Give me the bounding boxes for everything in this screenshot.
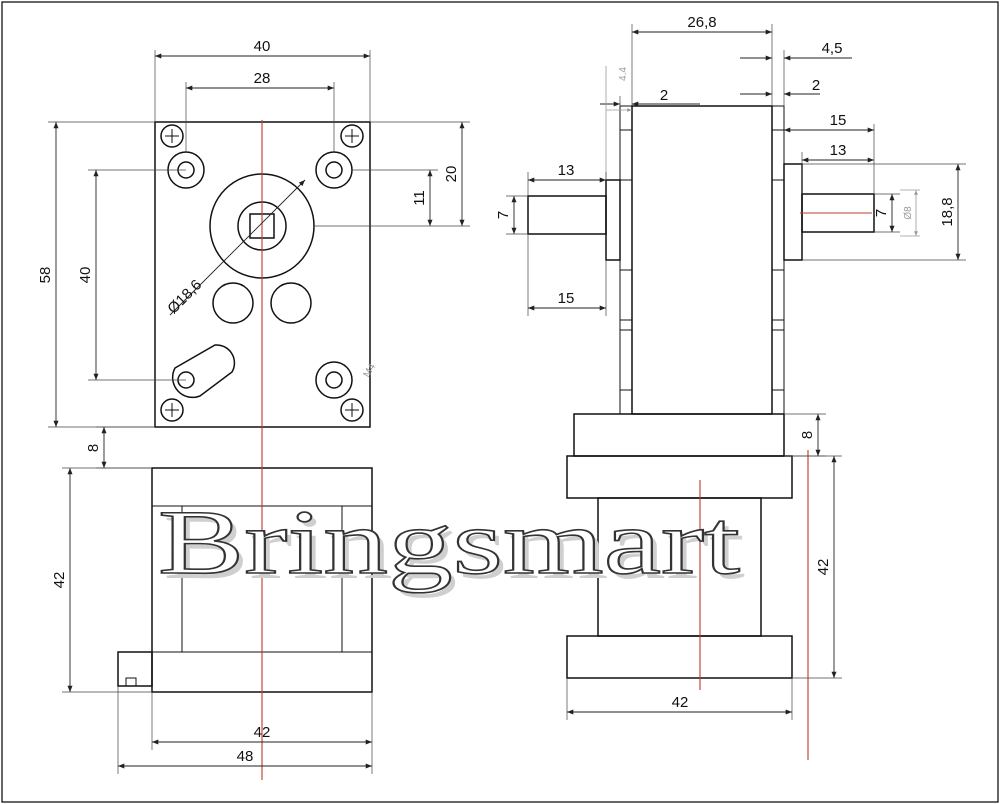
dim-front-motor-height: 42	[51, 572, 68, 589]
dim-right-height-188: 18,8	[939, 197, 956, 226]
dim-left-shaft-15: 15	[558, 290, 575, 307]
corner-screw-tr	[340, 124, 364, 148]
side-flange	[573, 413, 785, 457]
dim-left-shaft-13: 13	[558, 162, 575, 179]
dim-right-offset-45: 4,5	[822, 40, 843, 57]
dim-side-flange: 8	[799, 431, 816, 439]
dim-right-shaft-7: 7	[873, 209, 890, 217]
corner-screw-tl	[160, 124, 184, 148]
dim-front-flange: 8	[85, 444, 102, 452]
left-hub-collar	[605, 179, 621, 261]
side-gearbox-body	[631, 105, 773, 415]
dim-right-shaft-13: 13	[830, 142, 847, 159]
lower-hole-right	[270, 282, 312, 324]
dim-left-shaft-7: 7	[495, 211, 512, 219]
dim-side-motor-height: 42	[815, 559, 832, 576]
dim-right-shaft-8: Ø8	[903, 206, 914, 220]
side-view: 26,8 4,5 2 2 4.4 15 13 7 Ø8	[495, 14, 966, 760]
dim-hub-diameter: Ø18,6	[164, 276, 205, 317]
dim-front-motor-width: 42	[254, 724, 271, 741]
dim-left-offset-44: 4.4	[618, 67, 629, 81]
screw-note: M4	[362, 362, 379, 380]
right-hub-collar	[783, 163, 803, 261]
dim-right-offset-2: 2	[812, 77, 820, 94]
dim-side-motor-width: 42	[672, 694, 689, 711]
dim-vertical-hole-spacing: 40	[77, 267, 94, 284]
dim-top-width: 40	[254, 38, 271, 55]
corner-screw-bl	[160, 398, 184, 422]
dim-body-depth: 26,8	[687, 14, 716, 31]
side-motor-bottom-ring	[566, 635, 793, 679]
mount-hole-tr	[315, 151, 353, 189]
slot-hole-bl	[171, 344, 236, 399]
brand-watermark-text: Bringsmart	[158, 491, 741, 593]
corner-screw-br	[340, 398, 364, 422]
dim-right-shaft-15: 15	[830, 112, 847, 129]
dim-hub-offset-20: 20	[443, 166, 460, 183]
motor-connector	[117, 651, 153, 687]
left-shaft	[527, 195, 607, 235]
brand-watermark: Bringsmart Bringsmart	[157, 490, 746, 598]
dim-base-width: 48	[237, 748, 254, 765]
dim-hub-offset-11: 11	[411, 190, 428, 206]
lower-hole-left	[212, 282, 254, 324]
mount-hole-br	[315, 361, 353, 399]
dim-left-offset-2: 2	[660, 87, 668, 104]
brand-watermark-shadow: Bringsmart	[163, 496, 746, 598]
dim-overall-height: 58	[37, 267, 54, 284]
front-view: 40 28 58 40 20 11 Ø18,6 M4 8	[37, 38, 470, 780]
dim-hole-spacing: 28	[254, 70, 271, 87]
